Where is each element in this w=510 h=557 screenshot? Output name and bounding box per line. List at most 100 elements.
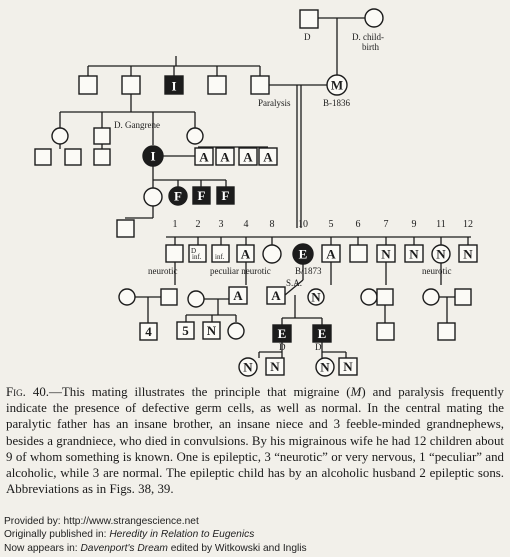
credit-editors: edited by Witkowski and Inglis	[167, 542, 307, 554]
pedigree-diagram: D D. child- birth I Paralysis M B-1836	[34, 8, 478, 377]
figure-label: Fig. 40.	[6, 385, 49, 399]
gen3-child-2	[51, 127, 69, 145]
gen3-child-3	[93, 127, 111, 145]
caption-text-2: ) and paralysis frequently indicate the …	[6, 385, 504, 497]
alcoholic-1	[194, 147, 214, 166]
letter-normal: N	[409, 247, 419, 262]
letter-normal: N	[436, 247, 446, 262]
letter-alcoholic: A	[271, 288, 281, 303]
label-d-childbirth-2: birth	[362, 42, 379, 52]
spouse-child-4	[187, 290, 205, 308]
gen2-sibling-4	[207, 75, 227, 95]
alcoholic-husband-square	[228, 286, 248, 305]
gen3-child-1	[64, 148, 82, 166]
letter-feeble: F	[198, 188, 206, 203]
sib-number-5: 5	[329, 219, 334, 230]
spouse-child-1	[118, 288, 136, 306]
child-7-offspring	[376, 322, 395, 341]
child-11-husband	[454, 288, 472, 306]
letter-feeble: F	[174, 189, 182, 204]
gen3-grandchild-2	[93, 148, 111, 166]
sib-number-7: 7	[384, 219, 389, 230]
child-6-square	[349, 244, 368, 263]
letter-epileptic: E	[278, 326, 287, 341]
child-11-offspring	[437, 322, 456, 341]
sib-number-6: 6	[356, 219, 361, 230]
generation-5: 4 5 N A A S.A. E E N	[118, 262, 472, 377]
letter-normal: N	[320, 360, 330, 375]
count-box-4	[139, 322, 158, 341]
letter-normal: N	[311, 290, 321, 305]
label-paralysis: Paralysis	[258, 98, 291, 108]
label-d-son-1: D	[279, 342, 286, 352]
child-12-normal	[458, 244, 478, 263]
sib-number-10: 10	[298, 219, 308, 230]
gen2-sibling-2	[121, 75, 141, 95]
letter-normal: N	[381, 247, 391, 262]
pedigree-chart: D D. child- birth I Paralysis M B-1836	[34, 8, 478, 377]
ggc-normal-2	[265, 357, 285, 376]
letter-feeble: F	[222, 188, 230, 203]
letter-alcoholic: A	[241, 247, 251, 262]
paralytic-father-square	[250, 75, 270, 95]
insane-niece-family: I A A A A F F F	[116, 145, 278, 238]
sib-number-12: 12	[463, 219, 473, 230]
child-7-spouse	[360, 288, 378, 306]
figure-caption: Fig. 40.—This mating illustrates the pri…	[6, 384, 504, 497]
count-4: 4	[145, 324, 152, 339]
sib-number-4: 4	[244, 219, 249, 230]
letter-alcoholic: A	[263, 150, 273, 165]
label-d: D	[304, 32, 311, 42]
generation-3: D. Gangrene	[34, 94, 204, 166]
count-5: 5	[182, 323, 189, 338]
gen3-grandchild-1	[34, 148, 52, 166]
credit-book-title: Heredity in Relation to Eugenics	[109, 529, 255, 541]
letter-epileptic: E	[299, 247, 308, 262]
label-inf: D	[191, 247, 196, 255]
letter-alcoholic: A	[199, 150, 209, 165]
child-3-square	[211, 244, 230, 263]
generation-1: D D. child- birth	[299, 8, 384, 75]
child-7-square-2	[376, 288, 394, 306]
credit-originally-published: Originally published in: Heredity in Rel…	[4, 528, 504, 541]
ggc-normal-1	[238, 357, 258, 377]
letter-alcoholic: A	[220, 150, 230, 165]
letter-normal: N	[243, 360, 253, 375]
label-born-1873: B/1873	[295, 266, 322, 276]
credit-provided-by: Provided by: http://www.strangescience.n…	[4, 516, 199, 527]
caption-m: M	[350, 385, 362, 399]
sib-number-9: 9	[412, 219, 417, 230]
alcoholic-4	[258, 147, 278, 166]
letter-alcoholic: A	[243, 150, 253, 165]
letter-normal: N	[343, 359, 353, 374]
credit-prefix: Originally published in:	[4, 529, 110, 541]
label-inf-2: inf.	[192, 253, 202, 261]
credit-book-title-2: Davenport's Dream	[80, 542, 168, 554]
sib-number-3: 3	[219, 219, 224, 230]
grandchild-circle-1	[227, 322, 245, 340]
alcoholic-2	[215, 147, 235, 166]
grandniece-circle	[143, 187, 163, 207]
central-mating-line	[269, 84, 327, 228]
letter-normal: N	[207, 323, 217, 338]
letter-migraine: M	[331, 78, 343, 93]
insane-brother-square	[164, 75, 184, 95]
credit-prefix-2: Now appears in:	[4, 542, 81, 554]
label-d-gangrene: D. Gangrene	[114, 120, 160, 130]
label-d-son-2: D	[315, 342, 322, 352]
letter-insane: I	[171, 79, 176, 94]
letter-epileptic: E	[318, 326, 327, 341]
child-1-square	[165, 244, 184, 263]
letter-alcoholic: A	[326, 247, 336, 262]
caption-text-1: —This mating illustrates the principle t…	[48, 385, 351, 399]
sib-number-1: 1	[173, 219, 178, 230]
sib-number-8: 8	[270, 219, 275, 230]
count-box-5	[176, 321, 195, 340]
credit-now-appears: Now appears in: Davenport's Dream edited…	[4, 542, 504, 555]
letter-insane-niece: I	[150, 149, 155, 164]
letter-alcoholic: A	[233, 288, 243, 303]
label-d-childbirth-1: D. child-	[352, 32, 384, 42]
label-neurotic-left: neurotic	[148, 266, 178, 276]
label-neurotic-right: neurotic	[422, 266, 452, 276]
ggc-normal-3	[315, 357, 335, 377]
